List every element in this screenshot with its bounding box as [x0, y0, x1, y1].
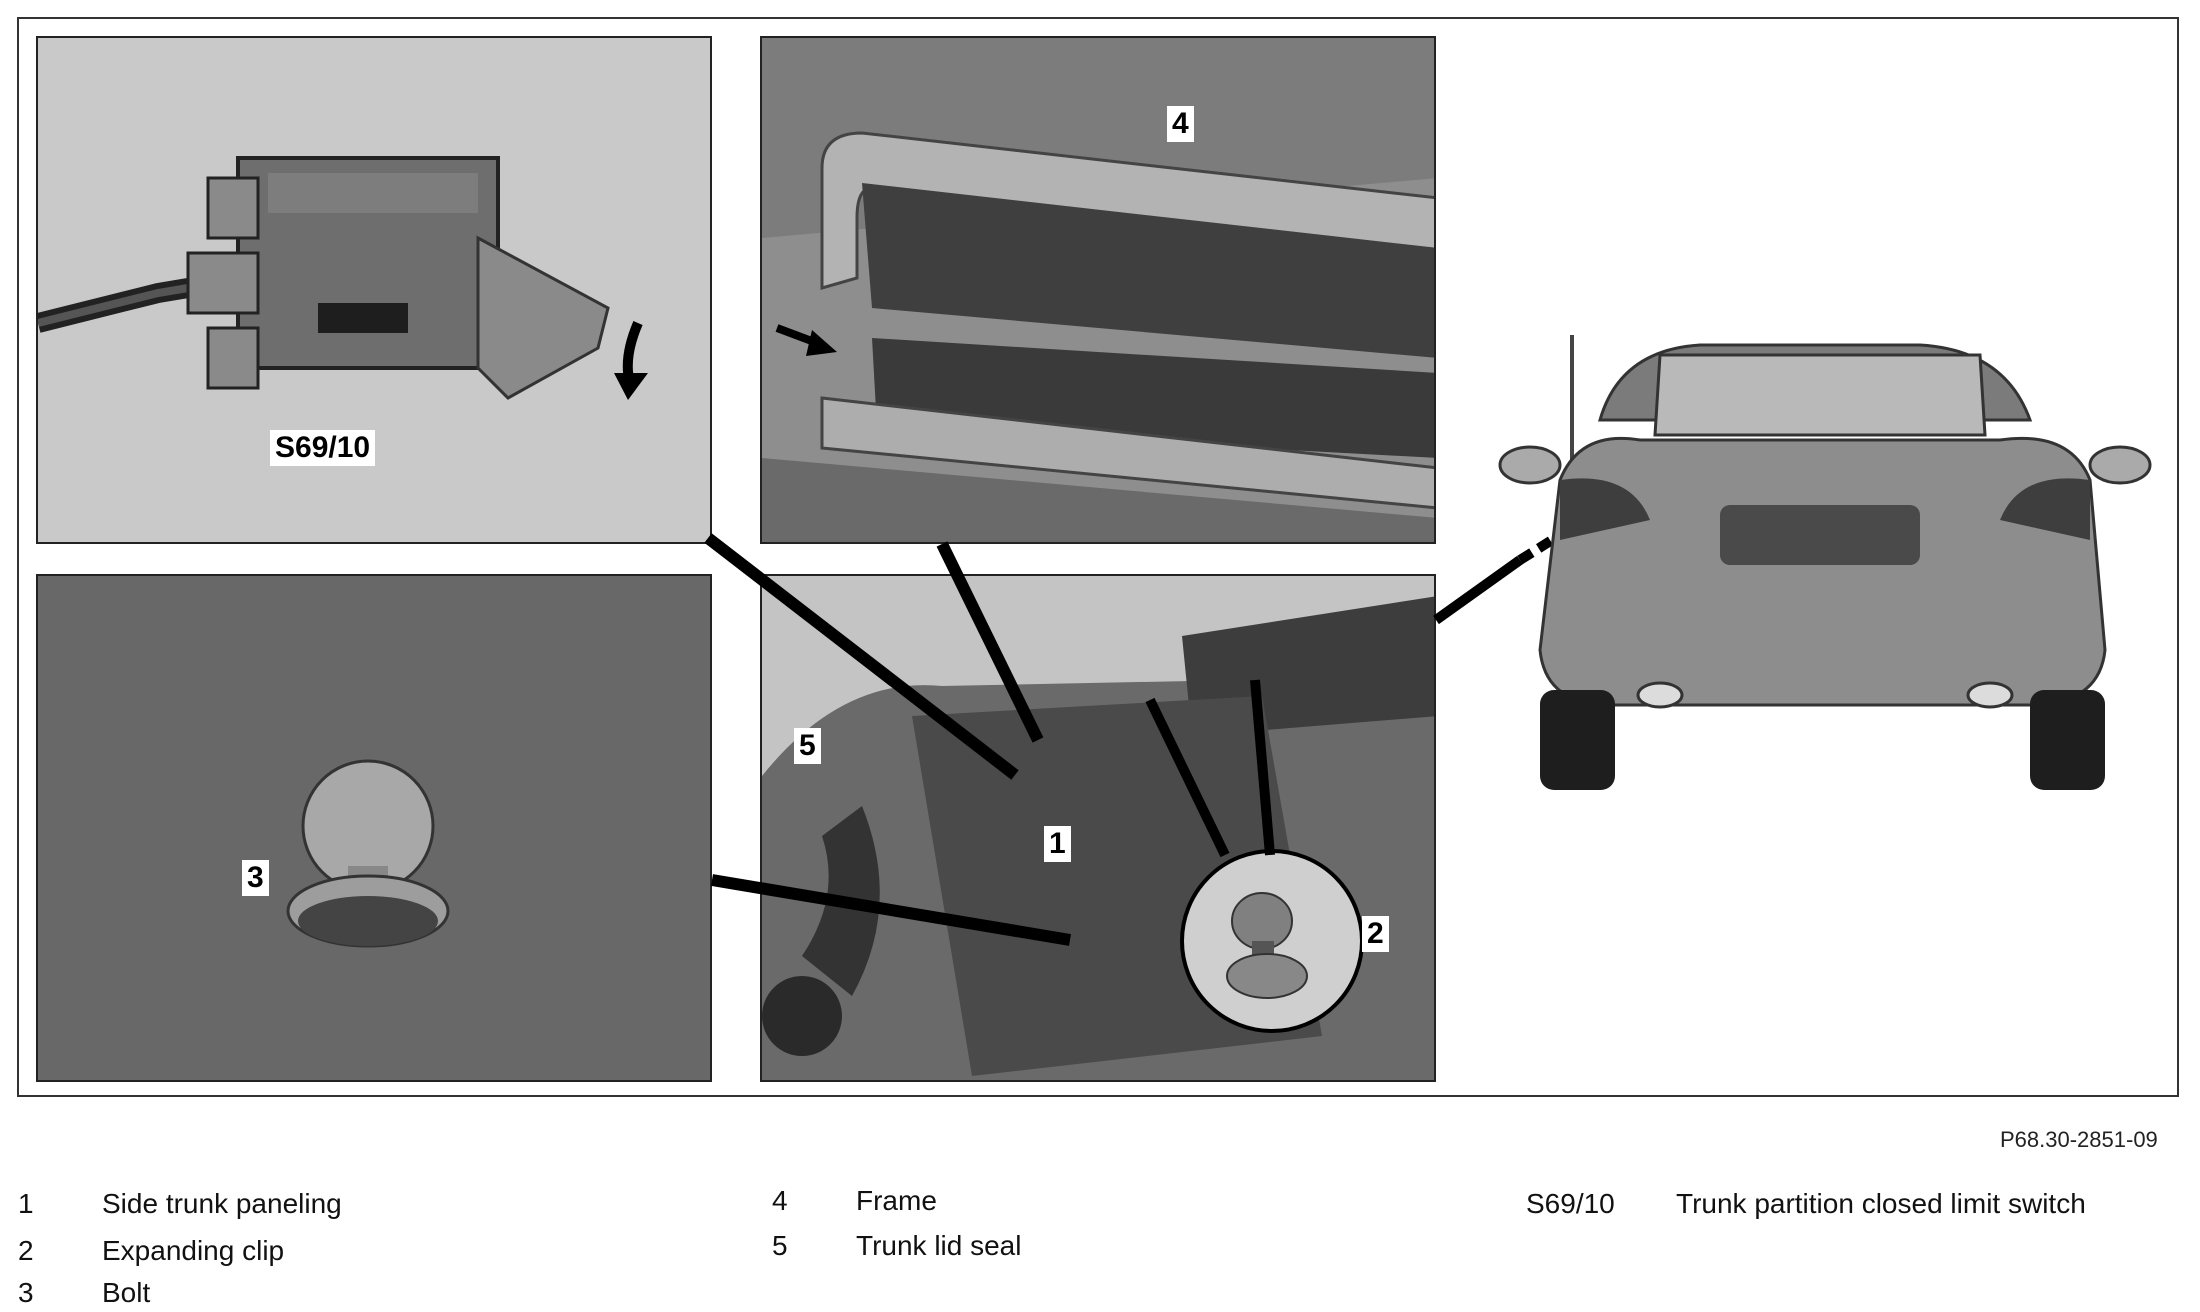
legend-num-3: 3 [18, 1277, 34, 1308]
figure-code: P68.30-2851-09 [2000, 1127, 2158, 1152]
seal-photo: 4 [760, 36, 1436, 544]
switch-photo: S69/10 [36, 36, 712, 544]
callout-2: 2 [1362, 916, 1389, 952]
legend-text-4: Frame [856, 1185, 937, 1216]
bolt-drawing [38, 576, 710, 1080]
trunk-photo: 5 1 2 [760, 574, 1436, 1082]
callout-s69: S69/10 [270, 430, 376, 466]
legend-text-5: Trunk lid seal [856, 1230, 1022, 1261]
callout-1: 1 [1044, 826, 1071, 862]
legend-num-s69: S69/10 [1526, 1188, 1615, 1219]
legend-text-1: Side trunk paneling [102, 1188, 342, 1219]
legend-num-4: 4 [772, 1185, 788, 1216]
legend-text-2: Expanding clip [102, 1235, 285, 1266]
legend-text-s69: Trunk partition closed limit switch [1676, 1188, 2086, 1219]
legend-num-1: 1 [18, 1188, 34, 1219]
legend-num-5: 5 [772, 1230, 788, 1261]
callout-4: 4 [1167, 106, 1194, 142]
switch-drawing [38, 38, 710, 542]
callout-3: 3 [242, 860, 269, 896]
seal-drawing [762, 38, 1434, 542]
legend-num-2: 2 [18, 1235, 34, 1266]
legend-text-3: Bolt [102, 1277, 151, 1308]
callout-5: 5 [794, 728, 821, 764]
trunk-drawing [762, 576, 1434, 1080]
bolt-photo: 3 [36, 574, 712, 1082]
